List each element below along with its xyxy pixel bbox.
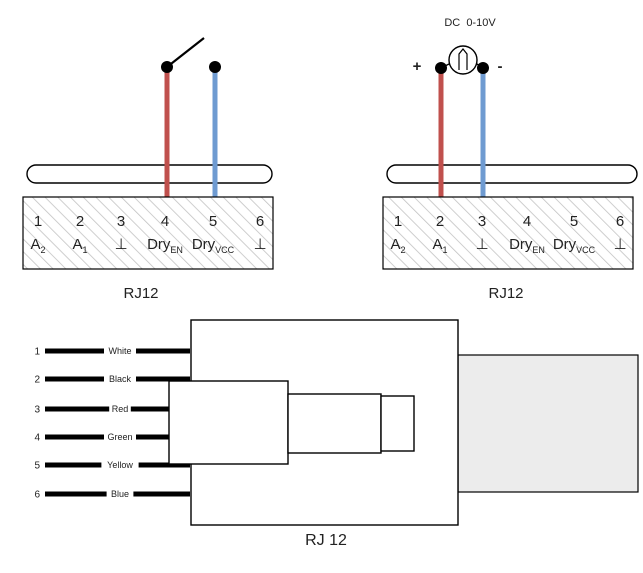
meter-terminal-minus — [477, 62, 489, 74]
pin-label-main: ⊥ — [475, 236, 488, 253]
plug-wire-label-bg — [104, 345, 136, 357]
pin-label: A1 — [432, 236, 447, 255]
pin-label-main: ⊥ — [114, 236, 127, 253]
pin-label-sub: 1 — [443, 245, 448, 255]
pin-number: 5 — [209, 213, 217, 230]
pin-label-sub: 2 — [41, 245, 46, 255]
pin-label-main: A — [30, 236, 40, 253]
pin-number: 4 — [523, 213, 531, 230]
pin-label-sub: VCC — [215, 245, 235, 255]
switch-terminal-left — [161, 61, 173, 73]
pin-label-sub: 1 — [83, 245, 88, 255]
pin-label-main: ⊥ — [613, 236, 626, 253]
left-terminal-block — [22, 196, 274, 270]
plug-wire-label-bg — [106, 488, 134, 500]
right-terminal-block — [382, 196, 634, 270]
pin-label: ⊥ — [613, 236, 626, 253]
plug-wire-color: White — [108, 346, 131, 356]
pin-label-main: Dry — [553, 236, 577, 253]
left-cable-sleeve — [26, 164, 273, 184]
pin-number: 5 — [570, 213, 578, 230]
right-cable-sleeve — [386, 164, 638, 184]
pin-label-main: A — [72, 236, 82, 253]
pin-label-sub: VCC — [576, 245, 596, 255]
pin-number: 2 — [76, 213, 84, 230]
pin-label: ⊥ — [253, 236, 266, 253]
switch-terminal-right — [209, 61, 221, 73]
plug-wire-label-bg — [104, 373, 136, 385]
meter-range-label: DC 0-10V — [444, 17, 496, 29]
left-connector-caption: RJ12 — [123, 285, 158, 302]
rj12-plug: 1 White 2 Black 3 Red 4 Green 5 Yellow 6 Blue RJ 12 — [34, 319, 639, 549]
pin-number: 6 — [616, 213, 624, 230]
pin-number: 2 — [436, 213, 444, 230]
voltmeter-icon — [448, 45, 478, 75]
pin-label-main: ⊥ — [253, 236, 266, 253]
pin-label-sub: EN — [532, 245, 545, 255]
pin-label: DryEN — [509, 236, 545, 255]
pin-label: DryVCC — [192, 236, 235, 255]
pin-label-main: Dry — [192, 236, 216, 253]
plug-wire-number: 6 — [34, 490, 40, 501]
plug-wire-label-bg — [104, 431, 136, 443]
plug-wire-color: Green — [107, 432, 132, 442]
pin-number: 3 — [117, 213, 125, 230]
pin-label-sub: EN — [170, 245, 183, 255]
plug-tip — [380, 395, 415, 452]
pin-label: A2 — [390, 236, 405, 255]
pin-label: DryEN — [147, 236, 183, 255]
pin-label-sub: 2 — [401, 245, 406, 255]
pin-label: A1 — [72, 236, 87, 255]
plug-cable — [457, 354, 639, 493]
pin-label-main: Dry — [147, 236, 171, 253]
plug-wire-number: 1 — [34, 347, 40, 358]
plug-wire-number: 3 — [34, 405, 40, 416]
pin-number: 1 — [34, 213, 42, 230]
plug-wire-color: Yellow — [107, 460, 133, 470]
plug-wire-number: 4 — [34, 433, 40, 444]
pin-label: ⊥ — [114, 236, 127, 253]
pin-number: 4 — [161, 213, 169, 230]
meter-terminal-plus — [435, 62, 447, 74]
pin-label: A2 — [30, 236, 45, 255]
plug-wire-color: Red — [112, 404, 129, 414]
plug-wire-label-bg — [109, 403, 131, 415]
plug-body — [287, 393, 382, 454]
pin-label-main: Dry — [509, 236, 533, 253]
plug-wire-number: 2 — [34, 375, 40, 386]
right-connector-caption: RJ12 — [488, 285, 523, 302]
plug-wire-list: 1 White 2 Black 3 Red 4 Green 5 Yellow 6 Blue — [34, 345, 190, 501]
pin-number: 1 — [394, 213, 402, 230]
plug-wire-color: Black — [109, 374, 132, 384]
voltmeter-needle — [458, 48, 468, 70]
pin-label-main: A — [432, 236, 442, 253]
pin-label-main: A — [390, 236, 400, 253]
plug-wire-label-bg — [101, 459, 139, 471]
plug-latch — [168, 380, 289, 465]
plug-caption: RJ 12 — [305, 532, 347, 549]
pin-label: DryVCC — [553, 236, 596, 255]
pin-number: 6 — [256, 213, 264, 230]
plug-wire-color: Blue — [111, 489, 129, 499]
pin-label: ⊥ — [475, 236, 488, 253]
meter-minus-sign: - — [498, 58, 503, 75]
plug-wire-number: 5 — [34, 461, 40, 472]
switch-lever — [166, 37, 205, 68]
pin-number: 3 — [478, 213, 486, 230]
meter-plus-sign: + — [413, 58, 422, 75]
